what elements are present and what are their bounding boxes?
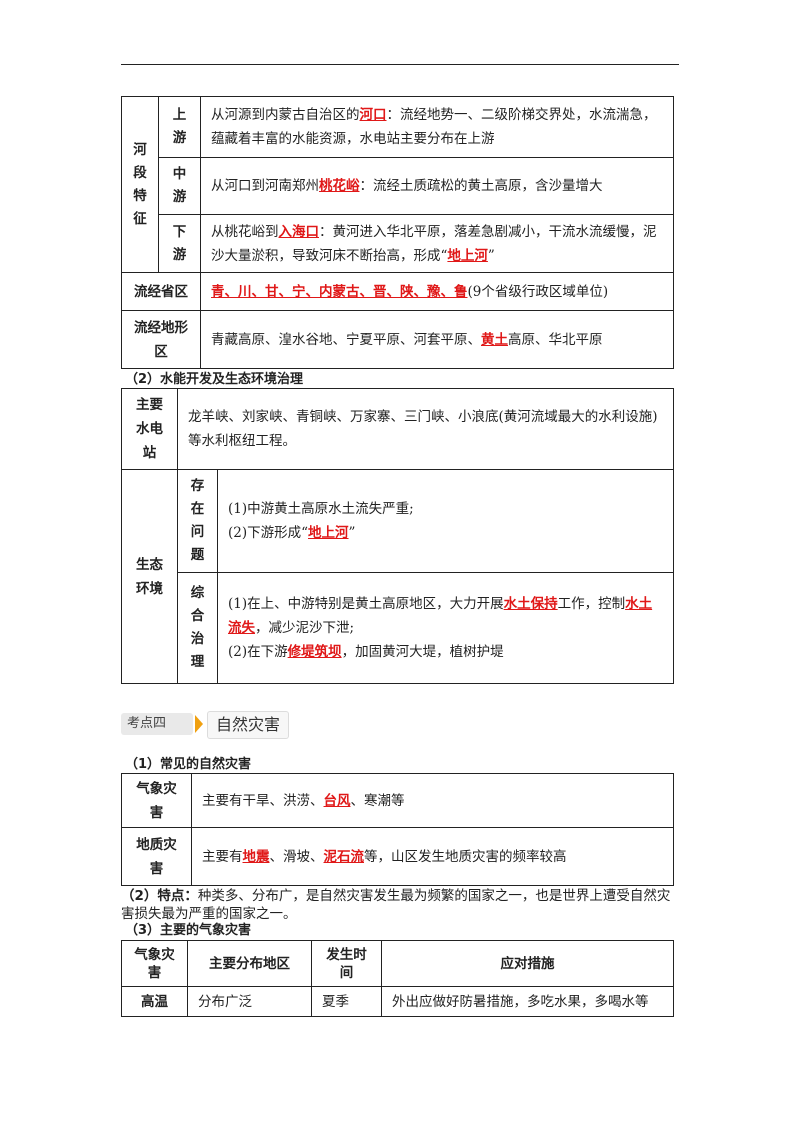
key-term: 入海口 bbox=[278, 223, 320, 240]
disaster-features-paragraph: （2）特点：种类多、分布广，是自然灾害发生最为频繁的国家之一，也是世界上遭受自然… bbox=[121, 887, 681, 923]
upstream-name-cell: 上游 bbox=[158, 96, 201, 158]
weather-disaster-label-cell: 气象灾害 bbox=[121, 773, 192, 828]
text-run: 等，山区发生地质灾害的频率较高 bbox=[364, 848, 567, 865]
keypoint-tag: 考点四 bbox=[121, 713, 193, 735]
weather-disaster-label: 气象灾害 bbox=[136, 780, 177, 821]
segment-features-cell: 河段特征 bbox=[121, 96, 159, 273]
text-run: ，减少泥沙下泄; bbox=[255, 620, 355, 636]
eco-label-cell: 生态环境 bbox=[121, 469, 178, 684]
row-measure: 外出应做好防暑措施，多吃水果，多喝水等 bbox=[381, 986, 674, 1017]
segment-features-label: 河段特征 bbox=[133, 141, 147, 227]
text-run: 高原、华北平原 bbox=[508, 331, 603, 348]
midstream-name-cell: 中游 bbox=[158, 157, 201, 215]
provinces-desc: 青、川、甘、宁、内蒙古、晋、陕、豫、鲁(9个省级行政区域单位) bbox=[200, 272, 674, 311]
text-run: (2)下游形成“ bbox=[228, 525, 309, 541]
header-rule bbox=[121, 64, 679, 65]
key-term: 地震 bbox=[242, 848, 270, 865]
problems-label: 存在问题 bbox=[190, 478, 205, 563]
chevron-right-icon bbox=[195, 715, 203, 733]
text-run: (2)在下游 bbox=[228, 644, 288, 660]
upstream-label: 上游 bbox=[172, 107, 187, 146]
key-term: 地上河 bbox=[447, 247, 488, 264]
common-disasters-table: 气象灾害 主要有干旱、洪涝、台风、寒潮等 地质灾害 主要有地震、滑坡、泥石流等，… bbox=[121, 773, 674, 886]
text-run: 从河口到河南郑州 bbox=[211, 178, 319, 194]
midstream-desc: 从河口到河南郑州桃花峪：流经土质疏松的黄土高原，含沙量增大 bbox=[200, 157, 674, 215]
text-line: (2)在下游修堤筑坝，加固黄河大堤，植树护堤 bbox=[228, 640, 665, 664]
text-run: 工作，控制 bbox=[557, 596, 626, 612]
text-run: ” bbox=[487, 247, 495, 264]
text-run: 从河源到内蒙古自治区的 bbox=[211, 107, 360, 123]
keypoint-badge: 考点四 自然灾害 bbox=[121, 711, 321, 739]
section-major-weather-title: （3）主要的气象灾害 bbox=[125, 923, 252, 938]
text-run: 青藏高原、湟水谷地、宁夏平原、河套平原、 bbox=[211, 331, 481, 348]
section-common-disasters-title: （1）常见的自然灾害 bbox=[125, 757, 252, 772]
text-run: ：流经土质疏松的黄土高原，含沙量增大 bbox=[359, 178, 603, 194]
problems-desc: (1)中游黄土高原水土流失严重; (2)下游形成“地上河” bbox=[217, 469, 674, 573]
text-line: (1)在上、中游特别是黄土高原地区，大力开展水土保持工作，控制水土流失，减少泥沙… bbox=[228, 592, 665, 640]
key-term: 水土保持 bbox=[503, 596, 558, 612]
stations-desc: 龙羊峡、刘家峡、青铜峡、万家寨、三门峡、小浪底(黄河流域最大的水利设施)等水利枢… bbox=[177, 388, 674, 470]
text-run: (9个省级行政区域单位) bbox=[467, 283, 609, 300]
downstream-desc: 从桃花峪到入海口：黄河进入华北平原，落差急剧减小，干流水流缓慢，泥沙大量淤积，导… bbox=[200, 214, 674, 273]
text-line: (1)中游黄土高原水土流失严重; bbox=[228, 497, 665, 521]
header-disaster-cell: 气象灾害 bbox=[121, 940, 188, 987]
governance-desc: (1)在上、中游特别是黄土高原地区，大力开展水土保持工作，控制水土流失，减少泥沙… bbox=[217, 572, 674, 684]
row-area: 分布广泛 bbox=[187, 986, 312, 1017]
downstream-label: 下游 bbox=[172, 223, 187, 263]
header-time-cell: 发生时间 bbox=[311, 940, 382, 987]
provinces-label: 流经省区 bbox=[121, 272, 201, 311]
section-hydro-title: （2）水能开发及生态环境治理 bbox=[125, 372, 304, 387]
key-term: 桃花峪 bbox=[319, 178, 360, 194]
text-run: ，加固黄河大堤，植树护堤 bbox=[341, 644, 504, 660]
text-run: (1)中游黄土高原水土流失严重; bbox=[228, 501, 414, 517]
key-term: 水土流失 bbox=[228, 596, 653, 636]
stations-label: 主要水电站 bbox=[136, 397, 163, 461]
row-time: 夏季 bbox=[311, 986, 382, 1017]
governance-label-cell: 综合治理 bbox=[177, 572, 218, 684]
text-run: ：流经地势一、二级阶梯交界处，水流湍急，蕴藏着丰富的水能资源，水电站主要分布在上… bbox=[211, 107, 657, 147]
geo-disaster-label: 地质灾害 bbox=[136, 836, 177, 877]
eco-label: 生态环境 bbox=[136, 556, 163, 597]
weather-disaster-desc: 主要有干旱、洪涝、台风、寒潮等 bbox=[191, 773, 674, 828]
key-term: 地上河 bbox=[308, 525, 349, 541]
weather-disasters-table: 气象灾害 主要分布地区 发生时间 应对措施 高温 分布广泛 夏季 外出应做好防暑… bbox=[121, 940, 674, 1017]
river-segment-table: 河段特征 上游 从河源到内蒙古自治区的河口：流经地势一、二级阶梯交界处，水流湍急… bbox=[121, 96, 674, 369]
header-area: 主要分布地区 bbox=[187, 940, 312, 987]
governance-label: 综合治理 bbox=[190, 585, 205, 670]
key-term: 修堤筑坝 bbox=[287, 644, 342, 660]
features-text: 种类多、分布广，是自然灾害发生最为频繁的国家之一，也是世界上遭受自然灾害损失最为… bbox=[121, 888, 671, 922]
text-run: (1)在上、中游特别是黄土高原地区，大力开展 bbox=[228, 596, 504, 612]
hydro-eco-table: 主要水电站 龙羊峡、刘家峡、青铜峡、万家寨、三门峡、小浪底(黄河流域最大的水利设… bbox=[121, 388, 674, 684]
downstream-name-cell: 下游 bbox=[158, 214, 201, 273]
geo-disaster-label-cell: 地质灾害 bbox=[121, 827, 192, 886]
header-disaster: 气象灾害 bbox=[134, 946, 175, 981]
features-label: （2）特点： bbox=[121, 888, 198, 904]
stations-label-cell: 主要水电站 bbox=[121, 388, 178, 470]
midstream-label: 中游 bbox=[172, 166, 187, 205]
text-run: ” bbox=[348, 525, 356, 541]
header-time: 发生时间 bbox=[326, 946, 367, 981]
upstream-desc: 从河源到内蒙古自治区的河口：流经地势一、二级阶梯交界处，水流湍急，蕴藏着丰富的水… bbox=[200, 96, 674, 158]
key-term: 泥石流 bbox=[323, 848, 365, 865]
text-run: 从桃花峪到 bbox=[211, 223, 279, 240]
terrain-desc: 青藏高原、湟水谷地、宁夏平原、河套平原、黄土高原、华北平原 bbox=[200, 310, 674, 369]
text-run: 主要有 bbox=[202, 848, 243, 865]
text-run: 主要有干旱、洪涝、 bbox=[202, 792, 324, 809]
key-term: 黄土 bbox=[481, 331, 508, 348]
problems-label-cell: 存在问题 bbox=[177, 469, 218, 573]
row-disaster-name: 高温 bbox=[121, 986, 188, 1017]
table-row: 高温 分布广泛 夏季 外出应做好防暑措施，多吃水果，多喝水等 bbox=[121, 986, 674, 1017]
text-run: 、滑坡、 bbox=[269, 848, 324, 865]
text-line: (2)下游形成“地上河” bbox=[228, 521, 665, 545]
geo-disaster-desc: 主要有地震、滑坡、泥石流等，山区发生地质灾害的频率较高 bbox=[191, 827, 674, 886]
text-run: 、寒潮等 bbox=[350, 792, 405, 809]
keypoint-title: 自然灾害 bbox=[207, 711, 290, 739]
key-term: 青、川、甘、宁、内蒙古、晋、陕、豫、鲁 bbox=[211, 283, 468, 300]
text-run: ：黄河进入华北平原，落差急剧减小，干流水流缓慢，泥沙大量淤积，导致河床不断抬高，… bbox=[211, 223, 657, 264]
terrain-label: 流经地形区 bbox=[121, 310, 201, 369]
key-term: 台风 bbox=[323, 792, 351, 809]
header-measure: 应对措施 bbox=[381, 940, 674, 987]
key-term: 河口 bbox=[359, 107, 387, 123]
